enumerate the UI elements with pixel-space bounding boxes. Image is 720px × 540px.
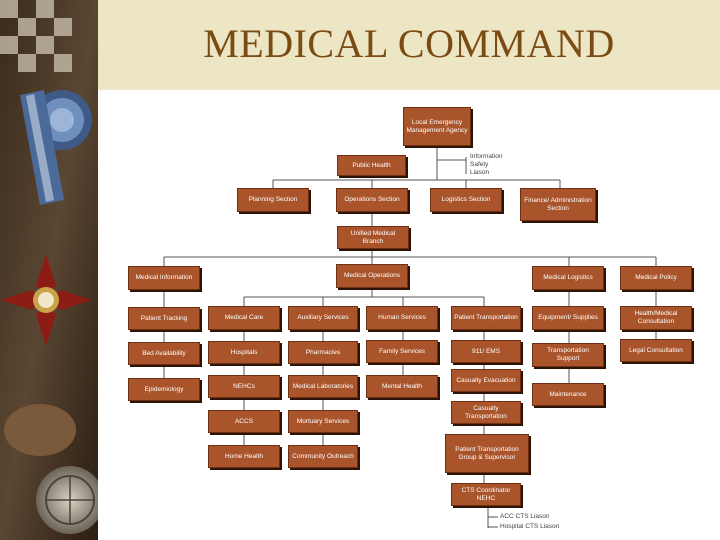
911-ems-box: 911/ EMS	[451, 340, 521, 363]
patient-transportation-box: Patient Transportation	[451, 306, 521, 330]
transportation-support-box: Transportation Support	[532, 343, 604, 367]
human-services-box: Human Services	[366, 306, 438, 330]
mental-health-box: Mental Health	[366, 375, 438, 398]
community-outreach-box: Community Outreach	[288, 445, 358, 468]
epidemiology-box: Epidemiology	[128, 378, 200, 401]
hospitals-box: Hospitals	[208, 341, 280, 364]
medical-operations-box: Medical Operations	[336, 264, 408, 288]
pharmacies-box: Pharmacies	[288, 341, 358, 364]
medal-side-image	[0, 0, 98, 540]
medical-policy-box: Medical Policy	[620, 266, 692, 290]
patient-transportation-group-supervisor-box: Patient Transportation Group & Superviso…	[445, 434, 529, 473]
legal-consultation-box: Legal Consultation	[620, 339, 692, 362]
medical-logistics-box: Medical Logistics	[532, 266, 604, 290]
bed-availability-box: Bed Availability	[128, 342, 200, 365]
patient-tracking-box: Patient Tracking	[128, 307, 200, 330]
home-health-box: Home Health	[208, 445, 280, 468]
medical-laboratories-box: Medical Laboratories	[288, 375, 358, 398]
unified-medical-branch-box: Unified Medical Branch	[337, 226, 409, 249]
information-note: Information	[470, 153, 503, 161]
public-health-box: Public Health	[337, 155, 406, 176]
operations-section-box: Operations Section	[336, 188, 408, 212]
hospital-cts-liaison-note: Hospital CTS Liason	[500, 523, 559, 531]
medical-care-box: Medical Care	[208, 306, 280, 330]
liaison-note: Liason	[470, 169, 489, 177]
equipment-supplies-box: Equipment/ Supplies	[532, 306, 604, 330]
maintenance-box: Maintenance	[532, 383, 604, 406]
accs-box: ACCS	[208, 410, 280, 433]
family-services-box: Family Services	[366, 340, 438, 363]
nehcs-box: NEHCs	[208, 375, 280, 398]
local-emergency-management-agency-box: Local Emergency Management Agency	[403, 107, 471, 146]
planning-section-box: Planning Section	[237, 188, 309, 212]
mortuary-services-box: Mortuary Services	[288, 410, 358, 433]
acc-cts-liaison-note: ACC CTS Liason	[500, 513, 550, 521]
safety-note: Safety	[470, 161, 488, 169]
casualty-transportation-box: Casualty Transportation	[451, 401, 521, 424]
medical-information-box: Medical Information	[128, 266, 200, 290]
casualty-evacuation-box: Casualty Evacuation	[451, 369, 521, 392]
health-medical-consultation-box: Health/Medical Consultation	[620, 306, 692, 330]
cts-coordinator-box: CTS Coordinator NEHC	[451, 483, 521, 506]
page-title: MEDICAL COMMAND	[98, 18, 720, 70]
logistics-section-box: Logistics Section	[430, 188, 502, 212]
finance-administration-section-box: Finance/ Administration Section	[520, 188, 596, 221]
auxiliary-services-box: Auxiliary Services	[288, 306, 358, 330]
